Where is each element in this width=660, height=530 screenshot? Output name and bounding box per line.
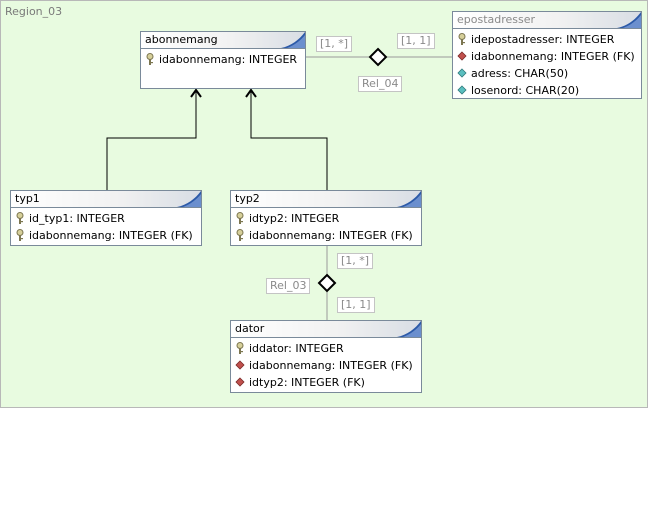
column-row: idabonnemang: INTEGER (FK)	[231, 227, 421, 244]
column-row: idtyp2: INTEGER	[231, 210, 421, 227]
rel-04-name[interactable]: Rel_04	[358, 76, 403, 92]
region-title: Region_03	[5, 5, 63, 18]
entity-header: typ1	[11, 191, 201, 208]
column-row: idabonnemang: INTEGER (FK)	[11, 227, 201, 244]
key-icon	[458, 33, 466, 45]
entity-title: typ2	[235, 192, 260, 205]
header-corner-icon	[177, 191, 201, 207]
entity-title: epostadresser	[457, 13, 536, 26]
key-icon	[16, 212, 24, 224]
rel-03-name[interactable]: Rel_03	[266, 278, 311, 294]
inheritance-line-typ2	[250, 92, 328, 190]
column-row: losenord: CHAR(20)	[453, 82, 641, 99]
attribute-icon	[457, 85, 467, 95]
rel-03-cardinality-top: [1, *]	[337, 253, 374, 269]
entity-header: dator	[231, 321, 421, 338]
foreign-key-icon	[235, 377, 245, 387]
column-row: idtyp2: INTEGER (FK)	[231, 374, 421, 391]
rel-04-diamond	[368, 47, 388, 67]
column-row: id_typ1: INTEGER	[11, 210, 201, 227]
key-icon	[16, 229, 24, 241]
entity-title: abonnemang	[145, 33, 218, 46]
key-icon	[236, 342, 244, 354]
rel-04-cardinality-left: [1, *]	[316, 36, 353, 52]
header-corner-icon	[397, 191, 421, 207]
inheritance-arrow-typ2	[245, 88, 257, 98]
foreign-key-icon	[457, 51, 467, 61]
header-corner-icon	[617, 12, 641, 28]
entity-header: epostadresser	[453, 12, 641, 29]
entity-header: typ2	[231, 191, 421, 208]
column-row: iddator: INTEGER	[231, 340, 421, 357]
entity-title: typ1	[15, 192, 40, 205]
header-corner-icon	[397, 321, 421, 337]
rel-04-cardinality-right: [1, 1]	[397, 33, 435, 49]
entity-typ1[interactable]: typ1 id_typ1: INTEGER idabonnemang: INTE…	[10, 190, 202, 246]
column-row: idabonnemang: INTEGER	[141, 51, 305, 68]
inheritance-arrow-typ1	[190, 88, 202, 98]
column-row: idabonnemang: INTEGER (FK)	[453, 48, 641, 65]
key-icon	[236, 212, 244, 224]
column-row: adress: CHAR(50)	[453, 65, 641, 82]
column-row: idepostadresser: INTEGER	[453, 31, 641, 48]
header-corner-icon	[281, 32, 305, 48]
key-icon	[146, 53, 154, 65]
entity-header: abonnemang	[141, 32, 305, 49]
entity-title: dator	[235, 322, 265, 335]
entity-epostadresser[interactable]: epostadresser idepostadresser: INTEGER i…	[452, 11, 642, 99]
attribute-icon	[457, 68, 467, 78]
entity-dator[interactable]: dator iddator: INTEGER idabonnemang: INT…	[230, 320, 422, 393]
entity-typ2[interactable]: typ2 idtyp2: INTEGER idabonnemang: INTEG…	[230, 190, 422, 246]
key-icon	[236, 229, 244, 241]
entity-abonnemang[interactable]: abonnemang idabonnemang: INTEGER	[140, 31, 306, 89]
rel-03-cardinality-bottom: [1, 1]	[337, 297, 375, 313]
inheritance-line-typ1	[106, 92, 197, 190]
column-row: idabonnemang: INTEGER (FK)	[231, 357, 421, 374]
rel-03-diamond	[317, 273, 337, 293]
foreign-key-icon	[235, 360, 245, 370]
